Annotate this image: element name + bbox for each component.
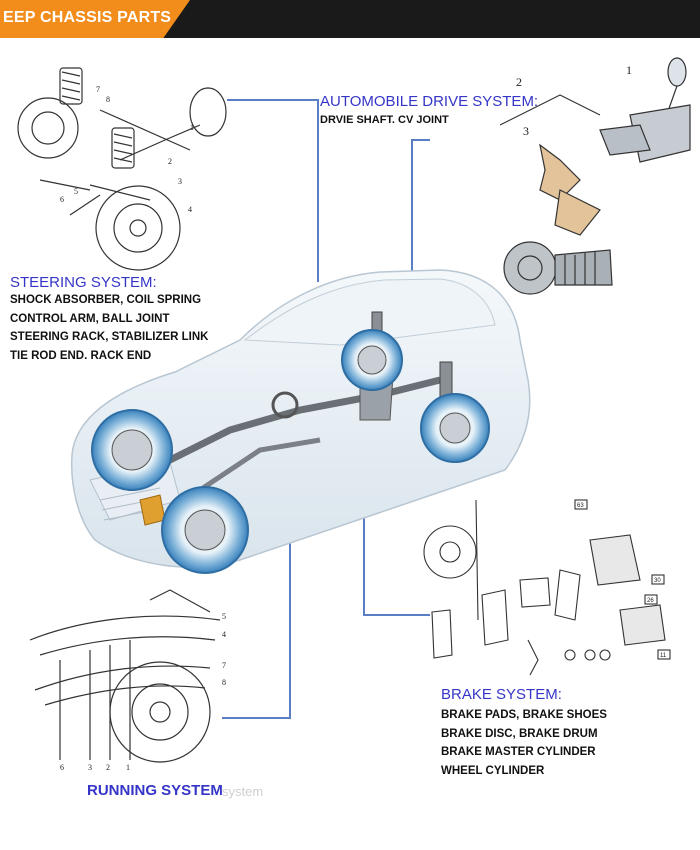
running-callout-2: 2 — [106, 763, 110, 772]
steering-part-item: SHOCK ABSORBER, COIL SPRING — [10, 294, 202, 306]
brake-callout-26: 26 — [647, 598, 654, 604]
car-illustration — [70, 269, 531, 574]
brake-system-title: BRAKE SYSTEM: — [441, 686, 562, 703]
running-callout-8: 8 — [222, 678, 226, 687]
brake-part-item: BRAKE MASTER CYLINDER — [441, 746, 596, 758]
drive-system-part: DRVIE SHAFT. CV JOINT — [320, 114, 449, 126]
connector-lines — [222, 99, 430, 719]
brake-callout-63: 63 — [577, 503, 584, 509]
drive-connector-line-2 — [411, 139, 430, 273]
steering-callout-6: 5 — [74, 187, 78, 196]
steering-callout-7: 6 — [60, 195, 64, 204]
running-system-title: RUNNING SYSTEM — [87, 782, 223, 799]
brake-callout-11: 11 — [660, 653, 667, 659]
running-callout-1: 1 — [126, 763, 130, 772]
page-title: EEP CHASSIS PARTS — [3, 9, 172, 26]
steering-parts-list: SHOCK ABSORBER, COIL SPRING CONTROL ARM,… — [10, 291, 208, 365]
drive-system-title: AUTOMOBILE DRIVE SYSTEM: — [320, 93, 539, 110]
brake-part-item: WHEEL CYLINDER — [441, 764, 545, 777]
running-callouts: 5 4 7 8 6 3 2 1 — [60, 612, 226, 772]
brake-callouts: 63 30 11 26 — [577, 503, 667, 659]
running-connector-line — [222, 535, 291, 719]
brake-part-item: BRAKE PADS, BRAKE SHOES — [441, 709, 607, 721]
steering-callouts: 7 8 2 3 4 5 6 1 — [60, 85, 194, 214]
steering-part-item: CONTROL ARM, BALL JOINT — [10, 312, 170, 325]
steering-part-item: TIE ROD END. RACK END — [10, 349, 152, 362]
steering-system-drawing — [17, 67, 227, 271]
brake-system-drawing — [423, 499, 671, 676]
brake-connector-line — [363, 500, 430, 616]
steering-system-title: STEERING SYSTEM: — [10, 274, 157, 291]
steering-callout-8: 1 — [190, 123, 194, 132]
drive-system-drawing — [499, 57, 691, 295]
header-bar: EEP CHASSIS PARTS — [0, 0, 700, 38]
header-accent-tab — [0, 0, 190, 38]
drive-connector-line — [227, 99, 319, 282]
running-system-ghost-text: system — [222, 784, 264, 799]
steering-callout-1: 7 — [96, 85, 100, 94]
drive-callout-2: 2 — [516, 75, 522, 89]
brake-part-item: BRAKE DISC, BRAKE DRUM — [441, 727, 598, 740]
running-callout-5: 5 — [222, 612, 226, 621]
steering-callout-5: 4 — [188, 205, 192, 214]
drive-callouts: 1 2 3 — [516, 63, 632, 138]
steering-part-item: STEERING RACK, STABILIZER LINK — [10, 331, 209, 343]
steering-callout-3: 2 — [168, 157, 172, 166]
drive-callout-1: 1 — [626, 63, 632, 77]
brake-parts-list: BRAKE PADS, BRAKE SHOES BRAKE DISC, BRAK… — [441, 706, 607, 780]
running-system-drawing — [29, 589, 221, 763]
brake-callout-30: 30 — [654, 578, 661, 584]
running-callout-7: 7 — [222, 661, 226, 670]
drive-callout-3: 3 — [523, 124, 529, 138]
running-callout-6: 6 — [60, 763, 64, 772]
steering-callout-2: 8 — [106, 95, 110, 104]
running-callout-3: 3 — [88, 763, 92, 772]
steering-callout-4: 3 — [178, 177, 182, 186]
running-callout-4: 4 — [222, 630, 226, 639]
